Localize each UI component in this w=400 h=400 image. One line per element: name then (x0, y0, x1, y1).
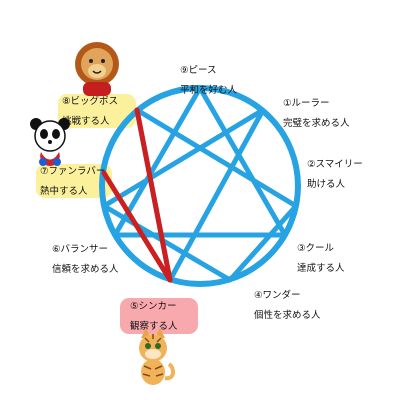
panda-icon (30, 118, 70, 166)
enneagram-circle (99, 85, 301, 287)
type-6-name: ⑥バランサー (52, 244, 109, 255)
type-6-desc: 信頼を求める人 (52, 264, 119, 275)
type-3-name: ③クール (297, 243, 335, 254)
type-5-name: ⑤シンカー (130, 301, 177, 312)
type-9-name: ⑨ピース (180, 65, 217, 76)
highlight-thinker (120, 298, 198, 334)
type-8-bigboss: ⑧ビッグボス 挑戦する人 (62, 95, 118, 129)
type-3-desc: 達成する人 (297, 263, 345, 274)
type-5-desc: 観察する人 (130, 321, 178, 332)
red-line-5-to-8 (134, 107, 173, 283)
type-4-name: ④ワンダー (254, 290, 301, 301)
type-7-desc: 熱中する人 (40, 186, 88, 197)
type-4-wonder: ④ワンダー 個性を求める人 (254, 289, 321, 323)
type-1-ruler: ①ルーラー 完璧を求める人 (283, 97, 350, 131)
type-7-name: ⑦ファンラバー (40, 166, 106, 177)
type-9-desc: 平和を好む人 (180, 85, 238, 96)
type-7-funlover: ⑦ファンラバー 熱中する人 (40, 165, 105, 199)
type-1-name: ①ルーラー (283, 98, 330, 109)
lion-icon (75, 42, 119, 96)
type-3-cool: ③クール 達成する人 (297, 242, 345, 276)
type-6-balancer: ⑥バランサー 信頼を求める人 (52, 243, 119, 277)
type-5-thinker: ⑤シンカー 観察する人 (130, 300, 178, 334)
type-4-desc: 個性を求める人 (254, 310, 321, 321)
tiger-cat-icon (139, 328, 176, 385)
type-8-name: ⑧ビッグボス (62, 96, 119, 107)
type-9-peace: ⑨ピース 平和を好む人 (180, 64, 237, 98)
type-8-desc: 挑戦する人 (62, 116, 110, 127)
inner-triangle (112, 85, 288, 238)
red-line-5-to-7 (101, 170, 173, 283)
type-2-desc: 助ける人 (307, 179, 346, 190)
type-1-desc: 完璧を求める人 (283, 118, 350, 129)
type-2-smiley: ②スマイリー 助ける人 (307, 158, 363, 192)
type-2-name: ②スマイリー (307, 159, 363, 170)
